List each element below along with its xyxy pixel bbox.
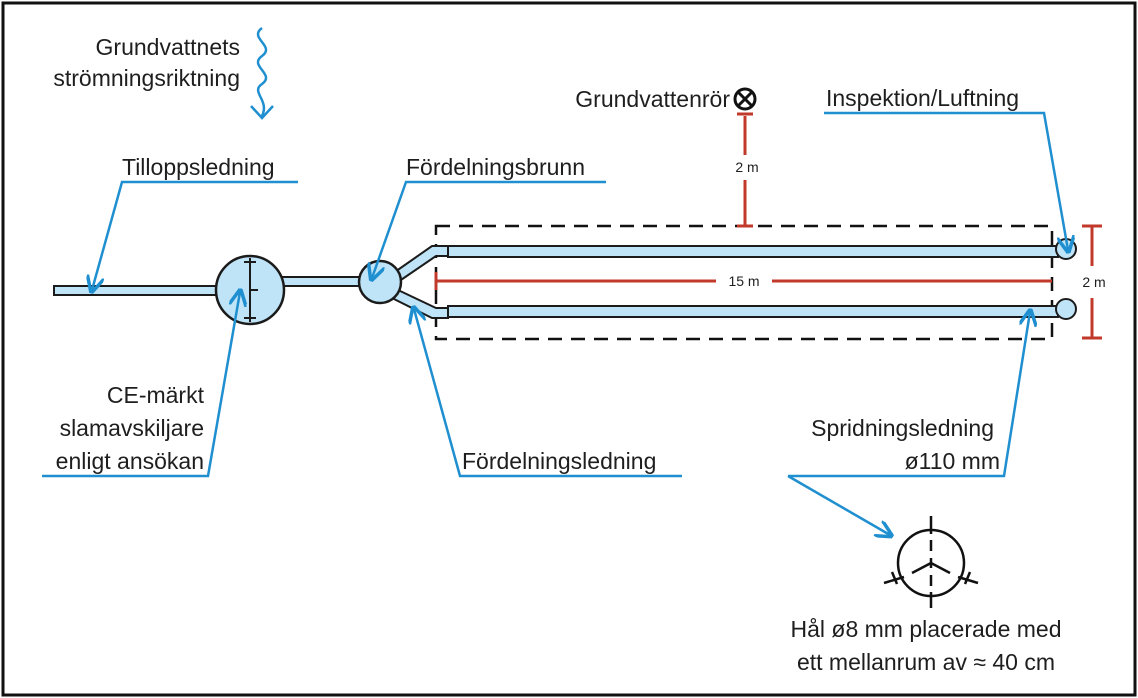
label-spreading-1: Spridningsledning (811, 415, 994, 441)
leader-inspection (824, 111, 1068, 250)
leader-septic (42, 292, 240, 478)
label-holes-2: ett mellanrum av ≈ 40 cm (797, 649, 1055, 675)
circle-cross-icon (733, 87, 757, 111)
label-groundwater-direction-1: Grundvattnets (96, 34, 240, 60)
distribution-branch-lower (390, 288, 449, 319)
dimension-width (1082, 224, 1102, 340)
leader-distribution-well (372, 180, 606, 278)
dimension-length (434, 272, 1052, 290)
wavy-arrow-head (250, 105, 274, 120)
label-groundwater-pipe: Grundvattenrör (575, 86, 730, 112)
label-groundwater-direction-2: strömningsriktning (53, 65, 240, 91)
dimension-length-label: 15 m (728, 273, 759, 289)
inspection-pipe-lower (1055, 298, 1077, 320)
label-inspection: Inspektion/Luftning (826, 85, 1019, 111)
label-septic-2: slamavskiljare (60, 415, 204, 441)
label-holes-1: Hål ø8 mm placerade med (791, 616, 1062, 642)
spreading-pipe-upper (447, 245, 1059, 258)
leader-holes (787, 474, 890, 535)
dimension-vertical-clearance-label: 2 m (735, 159, 758, 175)
spreading-pipe-lower (447, 305, 1059, 318)
label-septic-3: enligt ansökan (56, 448, 204, 474)
dimension-vertical-clearance (737, 112, 753, 228)
label-spreading-2: ø110 mm (905, 448, 1000, 474)
connecting-pipe (279, 276, 367, 287)
distribution-well (357, 259, 403, 305)
wavy-arrow-icon (256, 26, 268, 117)
leader-distribution-pipe (414, 309, 682, 478)
dimension-width-label: 2 m (1082, 274, 1105, 290)
label-distribution-well: Fördelningsbrunn (406, 154, 585, 180)
pipe-cross-section (883, 516, 979, 608)
leader-inlet (92, 180, 298, 290)
label-septic-1: CE-märkt (107, 382, 205, 408)
leader-spreading-pipe (788, 312, 1030, 478)
inlet-pipe (53, 285, 221, 296)
label-inlet: Tilloppsledning (122, 154, 275, 180)
label-distribution-pipe: Fördelningsledning (462, 448, 656, 474)
